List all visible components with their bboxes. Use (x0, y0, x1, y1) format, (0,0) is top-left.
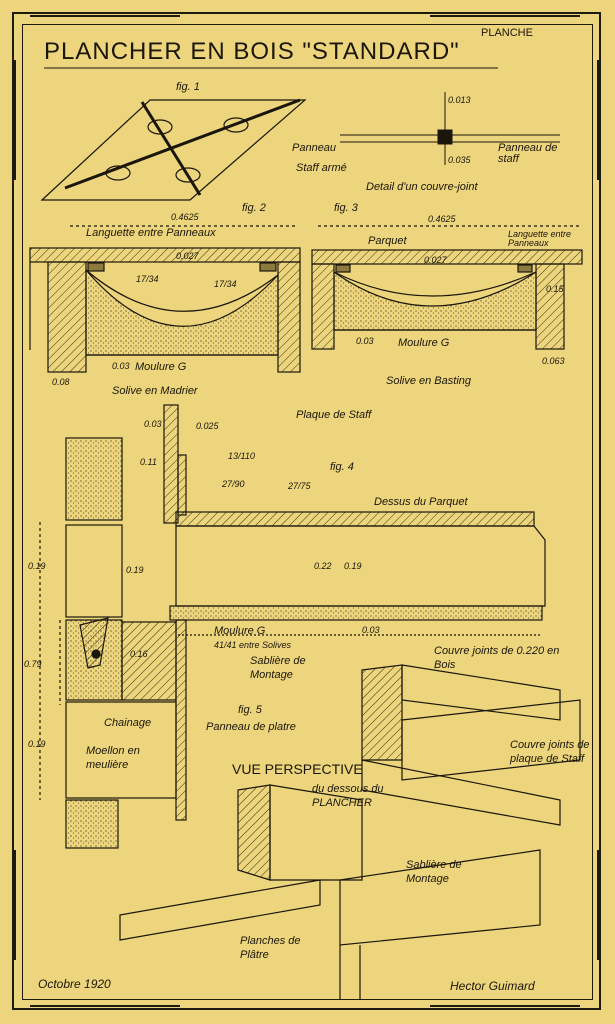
fig5-vue: VUE PERSPECTIVE (232, 761, 363, 777)
fig4-entre-solives: 41/41 entre Solives (214, 640, 292, 650)
inner-border (22, 24, 593, 1000)
fig3-moulure: Moulure G (398, 337, 450, 349)
fig3-d03: 0.03 (356, 336, 374, 346)
fig4-panneau-platre: Panneau de platre (206, 721, 296, 733)
fig4-moellon: Moellon en meulière (86, 745, 140, 772)
fig4-d19a: 0.19 (28, 561, 46, 571)
fig5-label: fig. 5 (238, 704, 262, 716)
fig5-planches: Planches de Plâtre (240, 935, 301, 962)
fig1-staff-arme: Staff armé (296, 162, 347, 174)
fig5-perspective (119, 664, 581, 1000)
fig2-label: fig. 2 (242, 202, 266, 214)
fig1-label: fig. 1 (176, 81, 200, 93)
fig4-couvre-joints: Couvre joints de 0.220 en Bois (434, 645, 560, 672)
fig1-panneau: Panneau (292, 142, 337, 154)
fig4-s13-110: 13/110 (228, 451, 255, 461)
fig1-panneau-de-staff: Panneau de staff (498, 142, 558, 165)
fig5-couvre-joints: Couvre joints de plaque de Staff (510, 739, 590, 766)
fig4-d19b: 0.19 (126, 565, 144, 575)
fig4-dessus: Dessus du Parquet (374, 496, 468, 508)
fig4-d19d: 0.19 (28, 739, 46, 749)
fig4-moulure: Moulure G (214, 625, 266, 637)
fig4-d22: 0.22 (314, 561, 332, 571)
fig1-detail: Detail d'un couvre-joint (366, 181, 478, 193)
fig2-solive: Solive en Madrier (112, 385, 198, 397)
date-label: Octobre 1920 (38, 977, 111, 991)
fig1-panel (40, 98, 307, 201)
fig5-sabliere: Sablière de Montage (406, 859, 462, 886)
fig3-solive: Solive en Basting (386, 375, 471, 387)
outer-border (12, 12, 601, 1010)
fig4-s27-90: 27/90 (222, 479, 245, 489)
fig3-d027: 0.027 (424, 255, 447, 265)
fig2-d03: 0.03 (112, 361, 130, 371)
fig4-d11: 0.11 (140, 457, 157, 467)
fig4-d03: 0.03 (144, 419, 162, 429)
fig2-languette: Languette entre Panneaux (86, 227, 216, 239)
page-title: PLANCHER EN BOIS "STANDARD" (44, 38, 460, 65)
fig3-width: 0.4625 (428, 214, 456, 224)
fig4-sabliere: Sablière de Montage (250, 655, 306, 682)
fig4-d79: 0.79 (24, 659, 42, 669)
fig4-s27-75: 27/75 (288, 481, 311, 491)
fig3-languette: Languette entre Panneaux (508, 229, 572, 248)
fig4-d025: 0.025 (196, 421, 219, 431)
fig4-d19c: 0.19 (344, 561, 362, 571)
fig3-d015: 0.15 (546, 284, 564, 294)
fig2-d027: 0.027 (176, 251, 199, 261)
fig2-s1: 17/34 (136, 274, 159, 284)
fig4-d16: 0.16 (130, 649, 148, 659)
fig1-dim-b: 0.035 (448, 155, 471, 165)
fig2-d08: 0.08 (52, 377, 70, 387)
fig4-chainage: Chainage (104, 717, 152, 729)
fig3-section (311, 225, 583, 350)
fig2-section (29, 225, 301, 373)
fig2-plaque: Plaque de Staff (296, 409, 372, 421)
fig4-section (39, 404, 546, 849)
fig2-width: 0.4625 (171, 212, 199, 222)
fig1-dim-a: 0.013 (448, 95, 471, 105)
fig2-s2: 17/34 (214, 279, 237, 289)
fig4-d03b: 0.03 (362, 625, 380, 635)
fig3-label: fig. 3 (334, 202, 358, 214)
signature: Hector Guimard (450, 979, 535, 993)
planche-label: PLANCHE (481, 27, 533, 39)
fig1-detail (340, 92, 560, 165)
fig5-dessous: du dessous du PLANCHER (312, 783, 384, 810)
fig4-label: fig. 4 (330, 461, 354, 473)
fig3-parquet: Parquet (368, 235, 407, 247)
fig3-d063: 0.063 (542, 356, 565, 366)
fig2-moulure: Moulure G (135, 361, 187, 373)
